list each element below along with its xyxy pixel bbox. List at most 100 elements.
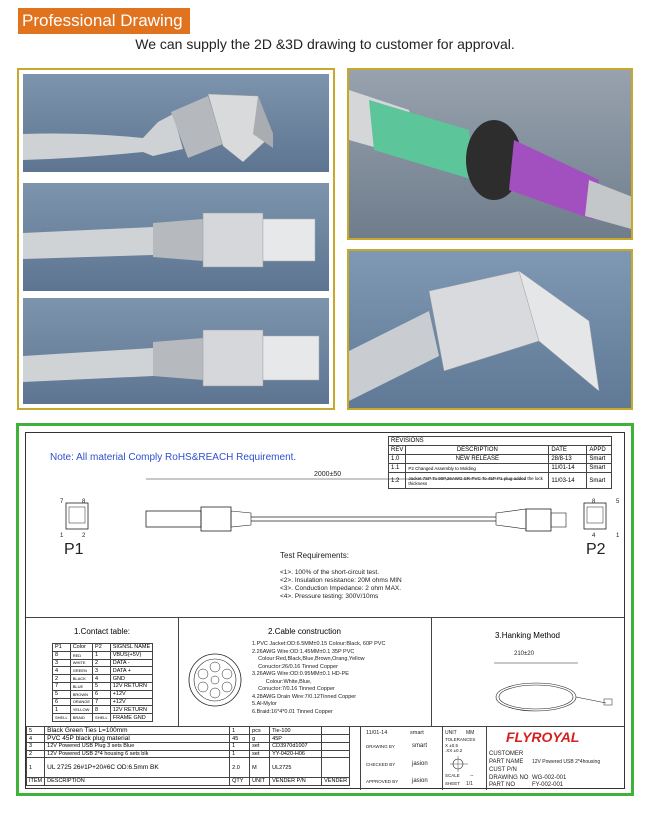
page-title: Professional Drawing bbox=[18, 8, 190, 34]
render-panel-2 bbox=[23, 183, 329, 291]
construction-item: Colour:White,Blue, bbox=[252, 678, 312, 685]
tb-scale-label: SCALE bbox=[445, 773, 460, 778]
cable-drawing bbox=[65, 478, 607, 532]
construction-title: 2.Cable construction bbox=[268, 627, 341, 636]
tb-approved-label: APPROVED BY bbox=[366, 779, 399, 784]
connector-render-3 bbox=[23, 329, 320, 387]
render-frame-left bbox=[17, 68, 335, 410]
ct-cell: GREEN bbox=[69, 666, 94, 676]
bom-cell: M bbox=[249, 757, 271, 778]
ct-cell: 8 bbox=[92, 705, 111, 715]
pin-label: 1 bbox=[60, 533, 64, 539]
rev-cell: NEW RELEASE bbox=[405, 454, 550, 464]
construction-item: 5.Al-Mylor bbox=[252, 701, 277, 707]
ct-header: Color bbox=[69, 643, 94, 652]
ct-cell: 12V RETURN bbox=[109, 681, 154, 691]
ct-header: SIGNSL NAME bbox=[109, 643, 154, 652]
connector-render-1 bbox=[23, 93, 274, 163]
bom-cell: 2.0 bbox=[229, 757, 251, 778]
test-item: <4>. Pressure testing: 300V/10ms bbox=[280, 593, 379, 600]
bom-cell: set bbox=[249, 742, 271, 751]
rev-cell: 1.0 bbox=[387, 454, 407, 464]
pin-label: 1 bbox=[616, 533, 620, 539]
ct-cell: BRAID bbox=[69, 713, 94, 722]
test-title: Test Requirements: bbox=[280, 551, 349, 560]
engineering-drawing: Note: All material Comply RoHS&REACH Req… bbox=[16, 423, 634, 796]
hanking-drawing bbox=[494, 662, 613, 712]
tb-date: 11/01-14 bbox=[366, 730, 388, 736]
bom-cell: Tie-100 bbox=[269, 726, 323, 735]
hanking-dim: 210±20 bbox=[514, 651, 534, 657]
pin-label: 8 bbox=[82, 499, 86, 505]
bom-header: UNIT bbox=[249, 777, 271, 786]
page-subtitle: We can supply the 2D &3D drawing to cust… bbox=[135, 36, 515, 52]
ct-cell: 6 bbox=[92, 689, 111, 699]
tb-part-name-label: PART NAME bbox=[489, 759, 524, 765]
ct-cell: 4 bbox=[92, 674, 111, 683]
render-panel-3 bbox=[23, 298, 329, 404]
bom-cell bbox=[321, 757, 351, 778]
construction-item: 6.Braid:16*4*0.01 Tinned Copper bbox=[252, 708, 333, 715]
ct-cell: +12V bbox=[109, 689, 154, 699]
ct-cell: BLACK bbox=[69, 674, 94, 683]
bom-cell: UL2725 bbox=[269, 757, 323, 778]
connector-render-4 bbox=[349, 90, 631, 229]
ct-cell: ORANGE bbox=[69, 697, 94, 707]
bom-cell: PVC 45P black plug material bbox=[44, 734, 231, 743]
cable-length-dim: 2000±50 bbox=[314, 471, 342, 478]
ct-cell: SHELL bbox=[52, 713, 71, 722]
ct-cell: GND bbox=[109, 674, 154, 683]
ct-cell: +12V bbox=[109, 697, 154, 707]
tb-sheet-label: SHEET bbox=[445, 781, 461, 786]
tb-unit: MM bbox=[466, 730, 475, 736]
bom-header: ITEM bbox=[25, 777, 46, 786]
construction-item: Conuctor:26/0.16 Tinned Copper bbox=[252, 663, 338, 670]
ct-cell: 2 bbox=[92, 658, 111, 668]
ct-cell: 7 bbox=[52, 681, 71, 691]
bom-cell: 45P bbox=[269, 734, 323, 743]
construction-item: 1.PVC Jacket:OD:6.5MM±0.15 Colour:Black,… bbox=[252, 641, 386, 647]
bom-cell bbox=[321, 734, 351, 743]
bom-cell bbox=[321, 749, 351, 758]
construction-item: 2.26AWG Wire:OD:1.45MM±0.1 35P PVC bbox=[252, 648, 355, 655]
bom-cell: g bbox=[249, 734, 271, 743]
ct-cell: 3 bbox=[52, 658, 71, 668]
ct-cell: 3 bbox=[92, 666, 111, 676]
bom-cell: 4 bbox=[25, 734, 46, 743]
tb-part-no: FY-002-001 bbox=[532, 782, 564, 788]
bom-cell: 2 bbox=[25, 749, 46, 758]
bom-cell: 1 bbox=[229, 742, 251, 751]
connector-render-5 bbox=[349, 270, 600, 401]
tb-part-name: 12V Powered USB 2*4housing bbox=[532, 759, 601, 765]
construction-item: Colour:Red,Black,Blue,Brown,Orang,Yellow bbox=[252, 656, 365, 662]
ct-header: P2 bbox=[92, 643, 111, 652]
bom-cell: CD3970d1007 bbox=[269, 742, 323, 751]
tb-drawing-no: WG-002-001 bbox=[532, 775, 567, 781]
rev-header: DATE bbox=[548, 445, 588, 455]
ct-cell: DATA + bbox=[109, 666, 154, 676]
rohs-note: Note: All material Comply RoHS&REACH Req… bbox=[50, 452, 297, 463]
tb-checked-label: CHECKED BY bbox=[366, 762, 396, 767]
contact-title: 1.Contact table: bbox=[73, 627, 131, 636]
ct-cell: 8 bbox=[52, 650, 71, 660]
bom-cell: pcs bbox=[249, 726, 271, 735]
render-frame-right-bottom bbox=[347, 249, 633, 410]
tb-top-val: smart bbox=[410, 730, 424, 736]
rev-cell: Smart bbox=[586, 454, 613, 464]
ct-cell: 7 bbox=[92, 697, 111, 707]
bom-cell: 1 bbox=[25, 757, 46, 778]
bom-cell: 1 bbox=[229, 726, 251, 735]
bom-header: VENDER P/N bbox=[269, 777, 323, 786]
tb-cust-pn-label: CUST P/N bbox=[489, 767, 517, 773]
bom-cell: 1 bbox=[229, 749, 251, 758]
render-panel-1 bbox=[23, 74, 329, 172]
bom-cell: 45 bbox=[229, 734, 251, 743]
ct-cell: RED bbox=[69, 650, 94, 660]
tb-unit-label: UNIT bbox=[445, 730, 457, 736]
tb-drawn: smart bbox=[412, 743, 427, 749]
ct-cell: FRAME GND bbox=[109, 713, 154, 722]
tb-checked: jasion bbox=[412, 761, 428, 767]
construction-item: 3.26AWG Wire:OD:0.95MM±0.1 HD-PE bbox=[252, 671, 349, 677]
